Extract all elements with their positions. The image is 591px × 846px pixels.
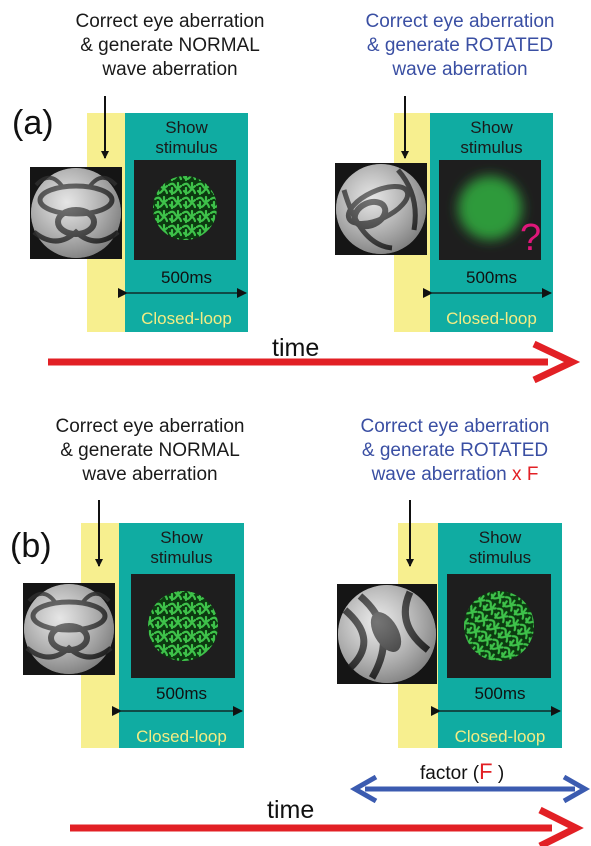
stimulus-pattern-a-right-blurred: [458, 176, 522, 240]
time-label-b: time: [267, 796, 315, 824]
show-stimulus-b-left: Show stimulus: [150, 528, 213, 567]
duration-label-a-right: 500ms: [465, 268, 518, 287]
question-mark: ?: [520, 217, 541, 259]
show-stimulus-a-right: Show stimulus: [460, 118, 523, 157]
stimulus-pattern-a-left: [153, 176, 217, 240]
wave-map-b-left: [23, 583, 115, 675]
wave-map-a-left: [30, 167, 122, 259]
show-stimulus-b-right: Show stimulus: [468, 528, 532, 567]
wave-map-a-right: [335, 163, 427, 255]
duration-label-b-right: 500ms: [474, 684, 526, 703]
stimulus-pattern-b-left: [148, 591, 218, 661]
factor-label: factor (F ): [420, 759, 505, 784]
caption-a-right: Correct eye aberration & generate ROTATE…: [365, 11, 555, 80]
factor-multiplier-label: x F: [512, 464, 539, 485]
duration-label-b-left: 500ms: [155, 684, 208, 703]
panel-label-a: (a): [12, 104, 54, 142]
time-arrow-a: [48, 340, 581, 384]
caption-b-right: Correct eye aberration & generate ROTATE…: [360, 416, 550, 485]
caption-a-left: Correct eye aberration & generate NORMAL…: [75, 11, 265, 80]
closed-loop-label-a-right: Closed-loop: [446, 309, 537, 328]
wave-map-b-right: [337, 584, 437, 684]
time-label-a: time: [272, 334, 320, 362]
time-arrow-b: [70, 806, 584, 846]
stimulus-pattern-b-right: [464, 591, 534, 661]
caption-b-left: Correct eye aberration & generate NORMAL…: [55, 416, 245, 485]
closed-loop-label-a-left: Closed-loop: [141, 309, 232, 328]
duration-label-a-left: 500ms: [160, 268, 213, 287]
closed-loop-label-b-right: Closed-loop: [454, 727, 546, 746]
closed-loop-label-b-left: Closed-loop: [136, 727, 227, 746]
panel-label-b: (b): [10, 527, 52, 565]
show-stimulus-a-left: Show stimulus: [155, 118, 218, 157]
factor-arrow: [349, 774, 591, 804]
